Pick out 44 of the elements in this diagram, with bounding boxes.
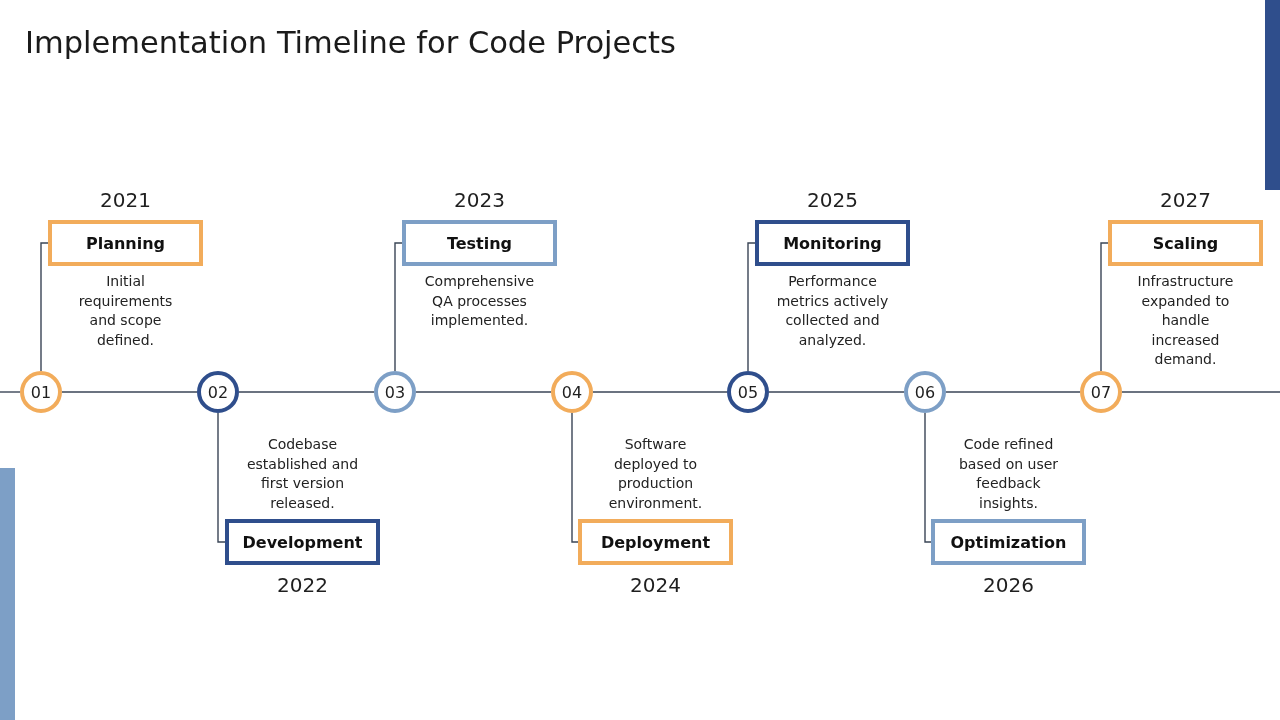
timeline-line — [0, 391, 21, 393]
timeline-line — [415, 391, 552, 393]
phase-box: Scaling — [1108, 220, 1263, 266]
timeline-line — [61, 391, 198, 393]
description-text: Initial requirements and scope defined. — [77, 272, 174, 350]
step-circle: 02 — [197, 371, 239, 413]
connector-line — [1100, 242, 1109, 372]
year-label: 2022 — [276, 573, 329, 597]
description-text: Comprehensive QA processes implemented. — [423, 272, 536, 330]
year-label: 2027 — [1159, 188, 1212, 212]
year-label: 2021 — [99, 188, 152, 212]
connector-line — [394, 242, 403, 372]
phase-box: Development — [225, 519, 380, 565]
description-text: Performance metrics actively collected and analyzed. — [775, 272, 890, 350]
connector-line — [217, 412, 226, 543]
phase-box: Monitoring — [755, 220, 910, 266]
step-circle: 01 — [20, 371, 62, 413]
year-label: 2026 — [982, 573, 1035, 597]
step-circle: 07 — [1080, 371, 1122, 413]
description-text: Code refined based on user feedback insights. — [957, 435, 1060, 513]
step-circle: 03 — [374, 371, 416, 413]
connector-line — [571, 412, 579, 543]
page-title: Implementation Timeline for Code Projects — [25, 25, 676, 60]
step-circle: 05 — [727, 371, 769, 413]
description-text: Codebase established and first version released. — [245, 435, 360, 513]
timeline-line — [1121, 391, 1280, 393]
step-circle: 06 — [904, 371, 946, 413]
year-label: 2025 — [806, 188, 859, 212]
timeline-line — [238, 391, 375, 393]
step-circle: 04 — [551, 371, 593, 413]
connector-line — [40, 242, 49, 372]
phase-box: Optimization — [931, 519, 1086, 565]
timeline-line — [945, 391, 1081, 393]
phase-box: Testing — [402, 220, 557, 266]
year-label: 2024 — [629, 573, 682, 597]
description-text: Software deployed to production environment. — [607, 435, 704, 513]
connector-line — [924, 412, 932, 543]
connector-line — [747, 242, 756, 372]
year-label: 2023 — [453, 188, 506, 212]
timeline-line — [768, 391, 905, 393]
timeline-line — [592, 391, 728, 393]
phase-box: Deployment — [578, 519, 733, 565]
phase-box: Planning — [48, 220, 203, 266]
description-text: Infrastructure expanded to handle increased demand. — [1136, 272, 1235, 369]
